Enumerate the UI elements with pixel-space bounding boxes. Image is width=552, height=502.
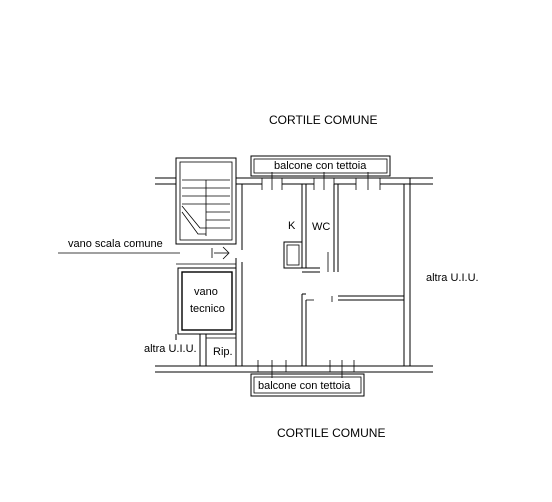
label-vano-tecnico-2: tecnico <box>190 303 225 315</box>
vano-tecnico: vano tecnico <box>177 267 237 335</box>
balcony-bottom: balcone con tettoia <box>250 373 365 397</box>
label-vano-scala: vano scala comune <box>68 238 163 250</box>
kitchen-appliance <box>283 241 303 269</box>
label-kitchen: K <box>288 220 296 232</box>
ripostiglio: Rip. <box>205 333 237 367</box>
label-ripostiglio: Rip. <box>213 346 233 358</box>
label-altra-uiu-right: altra U.I.U. <box>426 272 479 284</box>
label-wc: WC <box>312 221 330 233</box>
label-vano-tecnico-1: vano <box>194 286 218 298</box>
label-balcone-top: balcone con tettoia <box>274 160 367 172</box>
stairwell <box>175 157 237 265</box>
label-altra-uiu-left: altra U.I.U. <box>144 343 197 355</box>
label-balcone-bottom: balcone con tettoia <box>258 380 351 392</box>
exterior-walls <box>155 172 433 378</box>
label-cortile-top: CORTILE COMUNE <box>269 113 377 127</box>
balcony-top: balcone con tettoia <box>250 155 391 177</box>
label-cortile-bottom: CORTILE COMUNE <box>277 426 385 440</box>
interior-walls <box>235 184 404 366</box>
